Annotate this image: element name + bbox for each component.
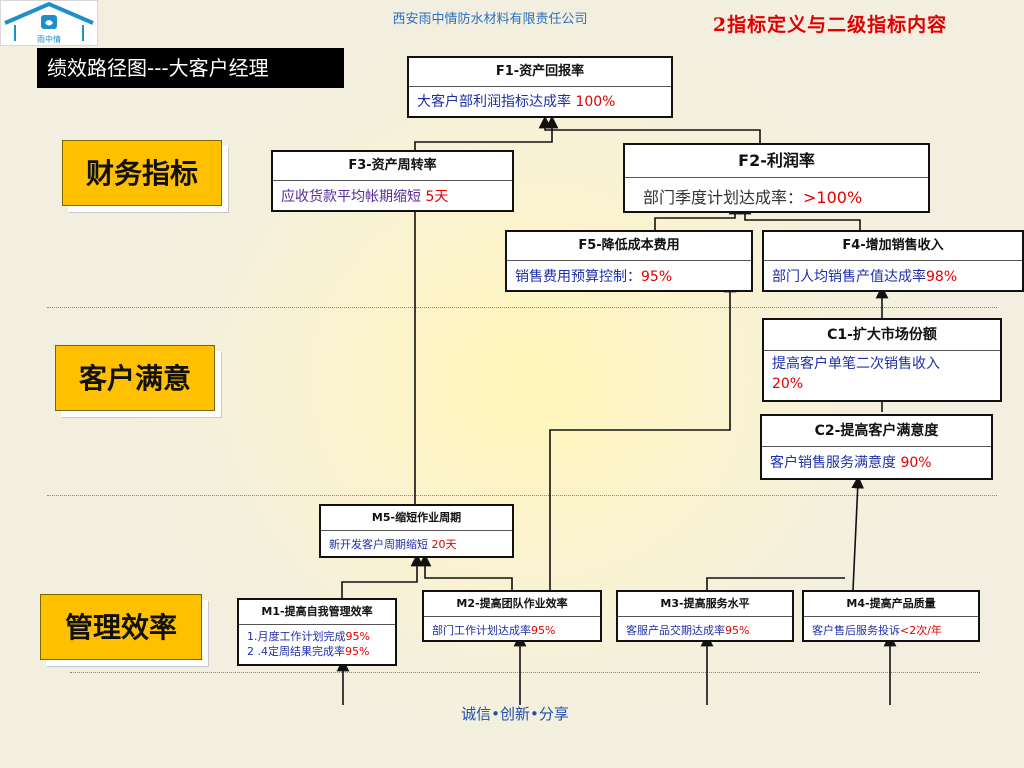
- kpi-box-m1: M1-提高自我管理效率 1.月度工作计划完成95%2 .4定周结果完成率95%: [237, 598, 397, 666]
- kpi-box-f3: F3-资产周转率 应收货款平均帐期缩短 5天: [271, 150, 514, 212]
- kpi-box-c2: C2-提高客户满意度 客户销售服务满意度 90%: [760, 414, 993, 480]
- kpi-title: C1-扩大市场份额: [764, 320, 1000, 351]
- separator-line: [47, 495, 997, 496]
- separator-line: [70, 672, 980, 673]
- kpi-desc: 客户售后服务投诉<2次/年: [812, 624, 942, 637]
- slide-title: 2指标定义与二级指标内容: [712, 14, 948, 36]
- kpi-box-m2: M2-提高团队作业效率 部门工作计划达成率95%: [422, 590, 602, 642]
- kpi-title: F3-资产周转率: [273, 152, 512, 181]
- kpi-box-m4: M4-提高产品质量 客户售后服务投诉<2次/年: [802, 590, 980, 642]
- category-financial: 财务指标: [62, 140, 222, 206]
- kpi-title: M1-提高自我管理效率: [239, 600, 395, 625]
- kpi-title: F2-利润率: [625, 145, 928, 178]
- kpi-box-m5: M5-缩短作业周期 新开发客户周期缩短 20天: [319, 504, 514, 558]
- company-name: 西安雨中情防水材料有限责任公司: [392, 12, 588, 27]
- kpi-title: F4-增加销售收入: [764, 232, 1022, 261]
- kpi-box-f4: F4-增加销售收入 部门人均销售产值达成率98%: [762, 230, 1024, 292]
- kpi-title: C2-提高客户满意度: [762, 416, 991, 447]
- kpi-box-f1: F1-资产回报率 大客户部利润指标达成率 100%: [407, 56, 673, 118]
- kpi-title: F5-降低成本费用: [507, 232, 751, 261]
- footer-slogan: 诚信•创新•分享: [461, 705, 569, 723]
- logo-text: 雨中情: [37, 34, 61, 44]
- kpi-desc: 客户销售服务满意度 90%: [770, 455, 932, 471]
- kpi-desc: 客服产品交期达成率95%: [626, 624, 750, 637]
- kpi-title: M4-提高产品质量: [804, 592, 978, 617]
- kpi-desc: 大客户部利润指标达成率 100%: [417, 94, 616, 110]
- kpi-title: M3-提高服务水平: [618, 592, 792, 617]
- kpi-title: M2-提高团队作业效率: [424, 592, 600, 617]
- kpi-desc: 部门人均销售产值达成率98%: [772, 269, 958, 285]
- kpi-desc: 部门工作计划达成率95%: [432, 624, 556, 637]
- category-management: 管理效率: [40, 594, 202, 660]
- kpi-desc: 新开发客户周期缩短 20天: [329, 538, 457, 551]
- kpi-box-f5: F5-降低成本费用 销售费用预算控制：95%: [505, 230, 753, 292]
- kpi-title: M5-缩短作业周期: [321, 506, 512, 531]
- kpi-box-f2: F2-利润率 部门季度计划达成率：>100%: [623, 143, 930, 213]
- category-customer: 客户满意: [55, 345, 215, 411]
- kpi-desc: 销售费用预算控制：95%: [515, 269, 673, 285]
- kpi-desc: 1.月度工作计划完成95%2 .4定周结果完成率95%: [247, 630, 370, 658]
- kpi-desc: 应收货款平均帐期缩短 5天: [281, 189, 449, 205]
- kpi-box-m3: M3-提高服务水平 客服产品交期达成率95%: [616, 590, 794, 642]
- logo-house-icon: 雨中情: [4, 1, 94, 44]
- company-logo: 雨中情: [0, 0, 98, 46]
- kpi-desc: 部门季度计划达成率：>100%: [643, 188, 863, 207]
- kpi-title: F1-资产回报率: [409, 58, 671, 87]
- separator-line: [47, 307, 997, 308]
- diagram-title: 绩效路径图---大客户经理: [37, 48, 344, 88]
